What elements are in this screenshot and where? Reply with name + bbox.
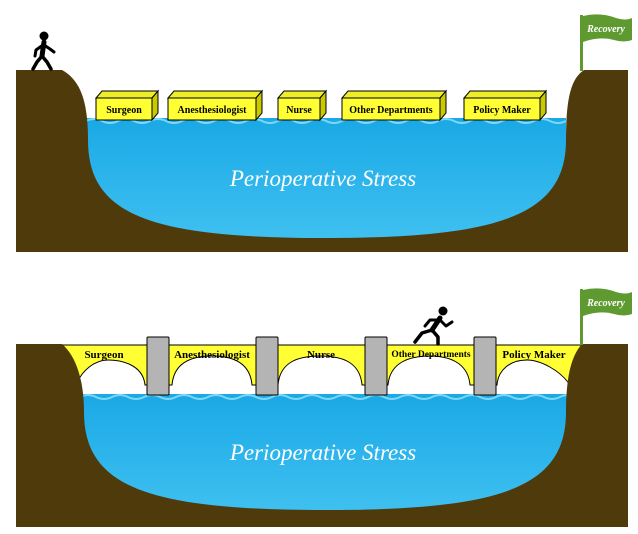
top-block-other-departments: Other Departments bbox=[340, 89, 448, 122]
top-stress-label: Perioperative Stress bbox=[229, 166, 416, 191]
top-block-policy-maker: Policy Maker bbox=[462, 89, 548, 122]
top-water-waves bbox=[85, 118, 567, 124]
bridge-label: Anesthesiologist bbox=[174, 349, 250, 361]
top-flag-label: Recovery bbox=[586, 24, 625, 35]
walking-person-icon bbox=[31, 31, 56, 71]
running-person-icon bbox=[413, 306, 454, 346]
bridge-label: Policy Maker bbox=[502, 349, 565, 361]
bridge-pillar bbox=[364, 336, 388, 396]
top-block-anesthesiologist: Anesthesiologist bbox=[166, 89, 264, 122]
bridge-pillar bbox=[473, 336, 497, 396]
bridge-label: Other Departments bbox=[391, 350, 471, 360]
top-block-label: Policy Maker bbox=[473, 105, 531, 116]
bridge-label: Surgeon bbox=[84, 349, 123, 361]
bridge-pillar bbox=[255, 336, 279, 396]
bridge-label: Nurse bbox=[307, 349, 335, 361]
bridge-deck bbox=[59, 344, 585, 386]
bottom-panel: Surgeon Anesthesiologist Nurse Other Dep… bbox=[16, 288, 632, 527]
top-block-label: Surgeon bbox=[106, 105, 142, 116]
bottom-flag-label: Recovery bbox=[586, 298, 625, 309]
bottom-earth bbox=[16, 344, 628, 527]
top-block-label: Other Departments bbox=[349, 105, 433, 116]
top-block-surgeon: Surgeon bbox=[94, 89, 160, 122]
top-block-nurse: Nurse bbox=[276, 89, 328, 122]
top-water bbox=[86, 118, 566, 240]
bridge-pillar bbox=[146, 336, 170, 396]
top-earth bbox=[16, 70, 628, 252]
top-recovery-flag-icon: Recovery bbox=[580, 14, 632, 71]
bottom-water bbox=[80, 394, 570, 512]
top-block-label: Nurse bbox=[286, 105, 312, 116]
bottom-water-waves bbox=[79, 394, 577, 400]
bottom-recovery-flag-icon: Recovery bbox=[580, 288, 632, 345]
bottom-stress-label: Perioperative Stress bbox=[229, 440, 416, 465]
top-block-label: Anesthesiologist bbox=[178, 105, 248, 116]
top-panel: Surgeon Anesthesiologist Nurse Other Dep… bbox=[16, 14, 632, 252]
